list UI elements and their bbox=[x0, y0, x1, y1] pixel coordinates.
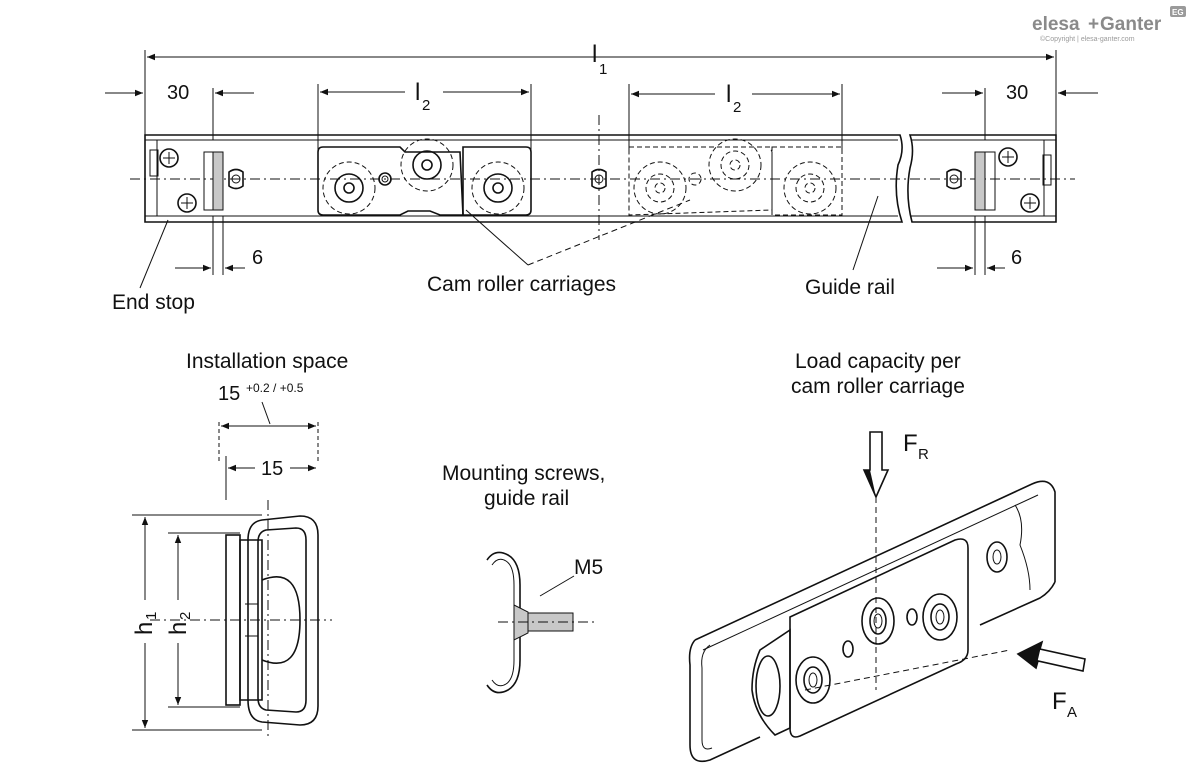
dim-15-outer: 15 bbox=[218, 383, 240, 405]
mounting-title-line1: Mounting screws, bbox=[442, 462, 605, 485]
dim-l2-left: l bbox=[415, 79, 420, 106]
installation-space-view: Installation space 15 +0.2 / +0.5 15 h 1… bbox=[131, 350, 348, 740]
force-fr-sub: R bbox=[918, 446, 929, 463]
dim-30-left: 30 bbox=[167, 82, 189, 104]
end-stop-right bbox=[946, 139, 1057, 275]
top-view: l 1 30 30 l 2 l 2 bbox=[105, 41, 1098, 314]
brand-logo: elesa + Ganter EG ©Copyright | elesa-gan… bbox=[1032, 6, 1186, 43]
end-stop-left bbox=[144, 139, 244, 275]
label-end-stop: End stop bbox=[112, 291, 195, 314]
copyright-text: ©Copyright | elesa-ganter.com bbox=[1040, 35, 1135, 43]
dim-6-left: 6 bbox=[252, 247, 263, 269]
force-fa-sub: A bbox=[1067, 704, 1077, 721]
dim-h2: h bbox=[165, 622, 192, 635]
logo-badge: EG bbox=[1172, 8, 1184, 17]
load-title-line2: cam roller carriage bbox=[791, 375, 965, 398]
carriage-right bbox=[628, 138, 843, 216]
guide-rail-body-left bbox=[144, 134, 904, 223]
dim-l2-right-sub: 2 bbox=[733, 99, 741, 116]
mounting-screws-view: Mounting screws, guide rail M5 bbox=[442, 462, 605, 694]
mounting-title-line2: guide rail bbox=[484, 487, 569, 510]
dim-l1-sub: 1 bbox=[599, 61, 607, 78]
guide-rail-body-right bbox=[907, 134, 1057, 223]
force-radial-arrow-icon bbox=[862, 431, 890, 499]
rail-screw-hole bbox=[591, 168, 607, 190]
carriage-left bbox=[317, 138, 532, 216]
dim-h2-sub: 2 bbox=[177, 612, 194, 620]
load-capacity-view: Load capacity per cam roller carriage F … bbox=[688, 350, 1086, 763]
dim-l2-right: l bbox=[726, 81, 731, 108]
dim-6-right: 6 bbox=[1011, 247, 1022, 269]
logo-plus: + bbox=[1088, 14, 1099, 35]
installation-title: Installation space bbox=[186, 350, 348, 373]
screw-m5: M5 bbox=[574, 556, 603, 579]
dim-h1: h bbox=[131, 622, 158, 635]
force-fr: F bbox=[903, 430, 918, 457]
label-guide-rail: Guide rail bbox=[805, 276, 895, 299]
logo-ganter: Ganter bbox=[1100, 14, 1162, 35]
dim-15-inner: 15 bbox=[261, 458, 283, 480]
dim-h1-sub: 1 bbox=[143, 612, 160, 620]
logo-badge-icon bbox=[1170, 6, 1186, 17]
dim-l1: l bbox=[592, 41, 597, 68]
load-title-line1: Load capacity per bbox=[795, 350, 961, 373]
label-cam-roller-carriages: Cam roller carriages bbox=[427, 273, 616, 296]
dim-15-tolerance: +0.2 / +0.5 bbox=[246, 381, 304, 395]
dim-30-right: 30 bbox=[1006, 82, 1028, 104]
logo-elesa: elesa bbox=[1032, 14, 1080, 35]
force-fa: F bbox=[1052, 688, 1067, 715]
dim-l2-left-sub: 2 bbox=[422, 97, 430, 114]
